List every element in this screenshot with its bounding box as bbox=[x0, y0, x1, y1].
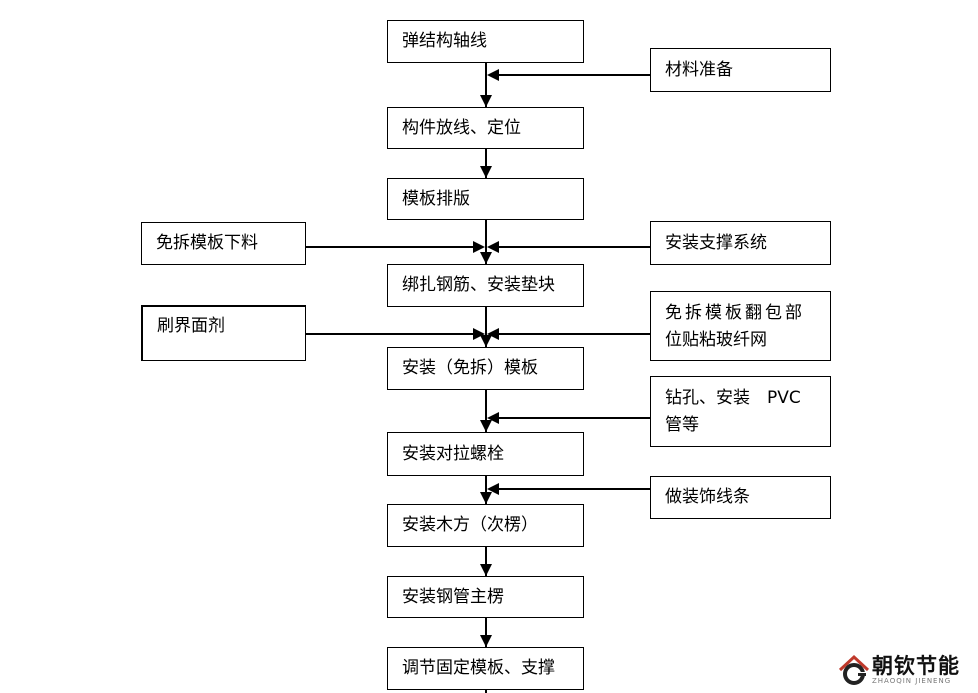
input-release-agent: 刷界面剂 bbox=[141, 305, 306, 361]
input-support-system: 安装支撑系统 bbox=[650, 221, 831, 265]
step-layout-positioning: 构件放线、定位 bbox=[387, 107, 584, 149]
step-label: 绑扎钢筋、安装垫块 bbox=[402, 275, 555, 295]
input-free-formwork-cutting: 免拆模板下料 bbox=[141, 222, 306, 265]
step-label: 弹结构轴线 bbox=[402, 31, 487, 51]
input-label: 刷界面剂 bbox=[157, 316, 225, 336]
step-label: 安装钢管主楞 bbox=[402, 586, 504, 607]
step-rebar-binding: 绑扎钢筋、安装垫块 bbox=[387, 264, 584, 307]
logo-name: 朝钦节能 bbox=[872, 654, 960, 678]
input-label-line-1: 钻孔、安装 PVC bbox=[665, 388, 801, 408]
input-label: 材料准备 bbox=[665, 59, 733, 80]
step-label: 模板排版 bbox=[402, 188, 470, 209]
step-label: 安装对拉螺栓 bbox=[402, 443, 504, 464]
input-label: 做装饰线条 bbox=[665, 487, 750, 507]
input-label-line-2: 管等 bbox=[665, 415, 699, 435]
input-decorative-strips: 做装饰线条 bbox=[650, 476, 831, 519]
step-label: 构件放线、定位 bbox=[402, 117, 521, 138]
step-adjust-fix: 调节固定模板、支撑 bbox=[387, 647, 584, 690]
step-axis-lines: 弹结构轴线 bbox=[387, 20, 584, 63]
input-label: 安装支撑系统 bbox=[665, 232, 767, 253]
input-fiberglass-mesh: 免拆模板翻包部 位贴粘玻纤网 bbox=[650, 291, 831, 361]
step-label: 调节固定模板、支撑 bbox=[402, 658, 555, 678]
step-tie-bolts: 安装对拉螺栓 bbox=[387, 432, 584, 476]
step-steel-main-joists: 安装钢管主楞 bbox=[387, 576, 584, 618]
step-label: 安装木方（次楞） bbox=[402, 515, 538, 535]
logo-house-icon bbox=[838, 654, 870, 685]
input-materials: 材料准备 bbox=[650, 48, 831, 92]
logo-subtitle: ZHAOQIN JIENENG bbox=[872, 677, 952, 685]
input-label: 免拆模板下料 bbox=[156, 233, 258, 253]
watermark-logo: 朝钦节能 ZHAOQIN JIENENG bbox=[836, 648, 976, 692]
step-secondary-joists: 安装木方（次楞） bbox=[387, 504, 584, 547]
input-drilling-pvc: 钻孔、安装 PVC 管等 bbox=[650, 376, 831, 447]
input-label-line-1: 免拆模板翻包部 bbox=[665, 303, 805, 323]
step-install-formwork: 安装（免拆）模板 bbox=[387, 347, 584, 390]
input-label-line-2: 位贴粘玻纤网 bbox=[665, 330, 767, 350]
step-label: 安装（免拆）模板 bbox=[402, 358, 538, 378]
step-formwork-arrangement: 模板排版 bbox=[387, 178, 584, 220]
